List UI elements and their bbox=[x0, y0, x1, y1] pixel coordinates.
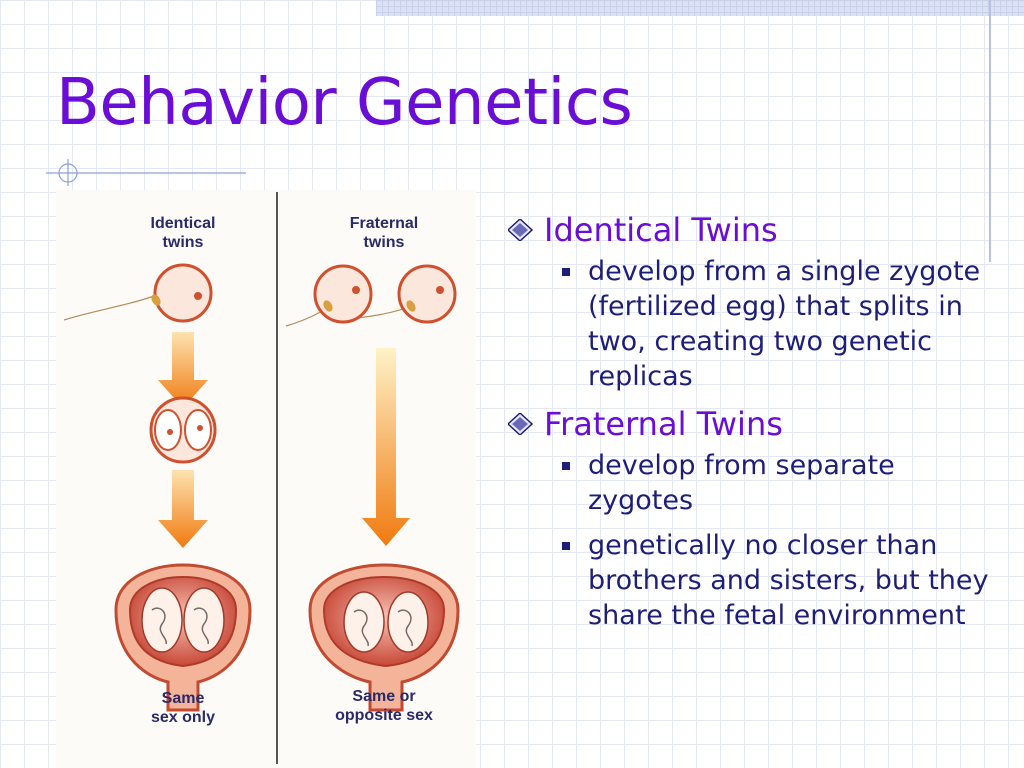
identical-zygote bbox=[151, 263, 213, 323]
identical-arrow-2 bbox=[158, 470, 208, 548]
same-sex-only-label: Same sex only bbox=[150, 690, 216, 726]
diamond-bullet-icon bbox=[508, 219, 534, 241]
square-bullet-icon bbox=[562, 268, 570, 276]
bullet-text: Fraternal Twins bbox=[544, 405, 783, 443]
square-bullet-icon bbox=[562, 462, 570, 470]
sub-bullet-text: genetically no closer than brothers and … bbox=[588, 530, 989, 631]
sub-bullet-text: develop from separate zygotes bbox=[588, 450, 895, 516]
same-or-opposite-sex-label: Same or opposite sex bbox=[335, 688, 433, 724]
title-rule-ornament bbox=[46, 159, 246, 186]
identical-womb bbox=[114, 563, 252, 712]
sub-bullet-text: develop from a single zygote (fertilized… bbox=[588, 256, 981, 392]
identical-divided-cell bbox=[149, 396, 217, 464]
bullet-list: Identical Twins develop from a single zy… bbox=[508, 210, 1008, 643]
bullet-identical-twins: Identical Twins bbox=[508, 210, 1008, 250]
fraternal-arrow bbox=[362, 348, 410, 546]
fraternal-egg-1 bbox=[313, 264, 373, 324]
fraternal-womb bbox=[308, 563, 460, 712]
header-band bbox=[376, 0, 1024, 16]
sperm-tail-identical bbox=[63, 295, 155, 321]
fraternal-egg-2 bbox=[397, 264, 457, 324]
square-bullet-icon bbox=[562, 542, 570, 550]
sub-bullet: develop from a single zygote (fertilized… bbox=[554, 254, 1008, 394]
sub-bullet: develop from separate zygotes bbox=[554, 448, 1008, 518]
slide-title: Behavior Genetics bbox=[56, 66, 633, 140]
bullet-text: Identical Twins bbox=[544, 211, 778, 249]
twins-diagram: Identical twins Fraternal twins Same sex… bbox=[56, 190, 476, 768]
fraternal-twins-label: Fraternal twins bbox=[349, 215, 419, 251]
sub-bullet: genetically no closer than brothers and … bbox=[554, 528, 1008, 633]
identical-arrow-1 bbox=[158, 332, 208, 408]
identical-twins-label: Identical twins bbox=[150, 215, 216, 251]
bullet-fraternal-twins: Fraternal Twins bbox=[508, 404, 1008, 444]
right-rule bbox=[989, 0, 991, 262]
diamond-bullet-icon bbox=[508, 413, 534, 435]
